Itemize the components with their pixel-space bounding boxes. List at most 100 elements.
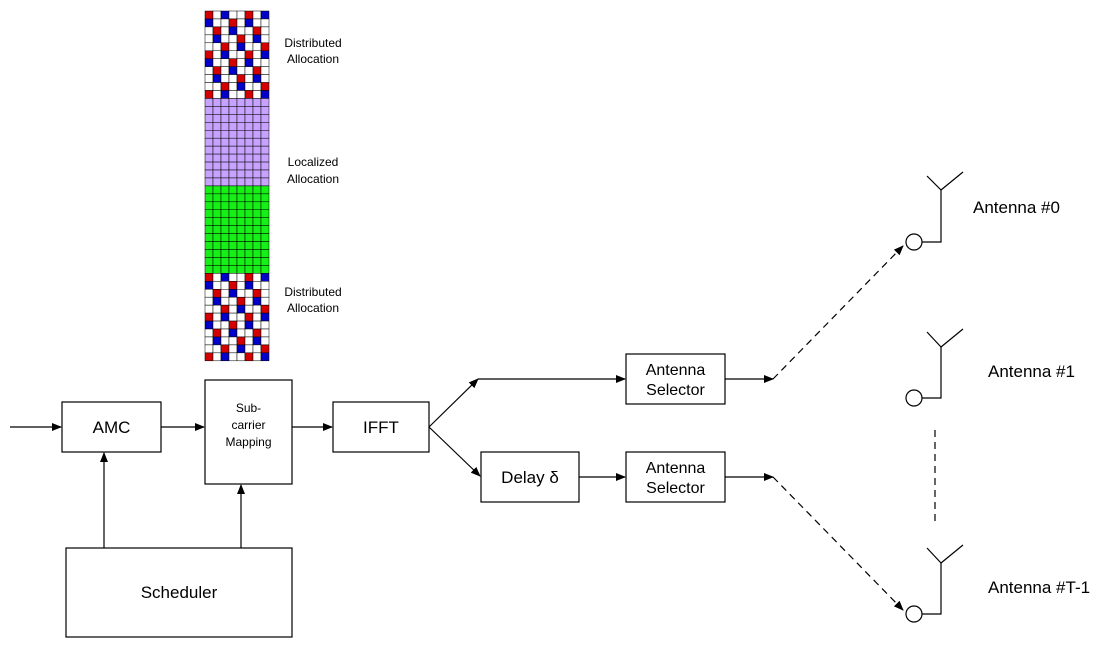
distributed-top-cell [212,42,222,51]
scheduler-label: Scheduler [141,583,218,602]
distributed-bottom-cell [236,336,246,346]
distributed-top-cell [244,18,254,28]
distributed-top-cell [244,34,254,44]
distributed-top-cell [252,90,262,99]
localized-lavender-cell [236,122,246,131]
distributed-top-cell [252,66,262,75]
localized-lavender-cell [236,114,246,123]
localized-green-cell [228,241,238,250]
localized-lavender-cell [244,137,254,147]
distributed-bottom-cell [228,328,238,338]
amc-block [61,401,162,453]
distributed-top-cell [236,26,246,36]
distributed-bottom-cell [220,320,230,330]
distributed-top-cell [244,58,254,67]
localized-lavender-cell [236,130,246,139]
distributed-top-cell [260,18,270,28]
distributed-bottom-cell [252,273,262,282]
localized-green-cell [212,241,222,250]
antenna-t-1-label: Antenna #T-1 [988,578,1090,597]
distributed-bottom-cell [212,344,222,354]
distributed-top-cell [244,74,254,83]
scheduler-block [65,547,293,638]
localized-green-cell [260,209,270,218]
distributed-top-cell [220,90,230,99]
localized-lavender-cell [204,177,214,187]
localized-lavender-cell [220,98,230,107]
localized-green-cell [204,193,214,203]
distributed-bottom-cell [212,352,222,362]
localized-lavender-cell [252,169,262,179]
localized-green-cell [244,217,254,226]
distributed-bottom-cell [260,273,270,282]
distributed-top-cell [228,50,238,59]
localized-green-cell [252,217,262,226]
distributed-allocation-top-label-line2: Allocation [287,52,339,66]
distributed-bottom-cell [260,320,270,330]
localized-lavender-cell [212,153,222,163]
distributed-top-cell [228,10,238,20]
distributed-bottom-cell [244,320,254,330]
distributed-bottom-cell [252,320,262,330]
localized-green-cell [204,217,214,226]
distributed-bottom-cell [228,281,238,290]
localized-green-cell [236,241,246,250]
distributed-bottom-cell [204,304,214,314]
localized-lavender-cell [260,114,270,123]
distributed-bottom-cell [220,273,230,282]
subcarrier-mapping-block [204,379,293,485]
distributed-bottom-cell [260,344,270,354]
distributed-bottom-cell [260,281,270,290]
localized-green-cell [244,209,254,218]
distributed-bottom-cell [244,304,254,314]
localized-green-cell [260,241,270,250]
distributed-bottom-cell [260,352,270,362]
distributed-bottom-cell [228,344,238,354]
distributed-bottom-cell [204,336,214,346]
localized-lavender-cell [204,106,214,115]
distributed-bottom-cell [252,289,262,298]
localized-green-cell [252,193,262,203]
localized-green-cell [244,249,254,258]
localized-lavender-cell [244,177,254,187]
localized-lavender-cell [252,161,262,171]
localized-green-cell [260,265,270,274]
localized-green-cell [236,185,246,195]
distributed-top-cell [252,10,262,20]
antenna-t-1 [905,544,964,623]
localized-green-cell [260,193,270,203]
distributed-bottom-cell [252,336,262,346]
localized-lavender-cell [212,169,222,179]
distributed-top-cell [228,18,238,28]
distributed-bottom-cell [252,304,262,314]
localized-green-cell [244,185,254,195]
distributed-bottom-cell [252,312,262,322]
localized-green-cell [244,241,254,250]
localized-lavender-cell [220,169,230,179]
localized-green-cell [220,257,230,266]
localized-lavender-cell [204,169,214,179]
localized-lavender-cell [236,153,246,163]
distributed-bottom-cell [204,273,214,282]
distributed-top-cell [204,42,214,51]
distributed-top-cell [252,26,262,36]
localized-lavender-cell [220,130,230,139]
distributed-bottom-cell [212,336,222,346]
distributed-bottom-cell [220,352,230,362]
localized-green-cell [220,241,230,250]
localized-lavender-cell [204,145,214,155]
localized-lavender-cell [228,122,238,131]
distributed-bottom-cell [260,312,270,322]
distributed-top-cell [260,82,270,91]
distributed-bottom-cell [220,312,230,322]
distributed-bottom-cell [244,281,254,290]
distributed-top-cell [252,34,262,44]
distributed-top-cell [228,82,238,91]
localized-green-cell [228,209,238,218]
localized-lavender-cell [220,145,230,155]
localized-lavender-cell [236,145,246,155]
localized-green-cell [260,257,270,266]
distributed-top-cell [212,66,222,75]
localized-green-cell [236,225,246,234]
